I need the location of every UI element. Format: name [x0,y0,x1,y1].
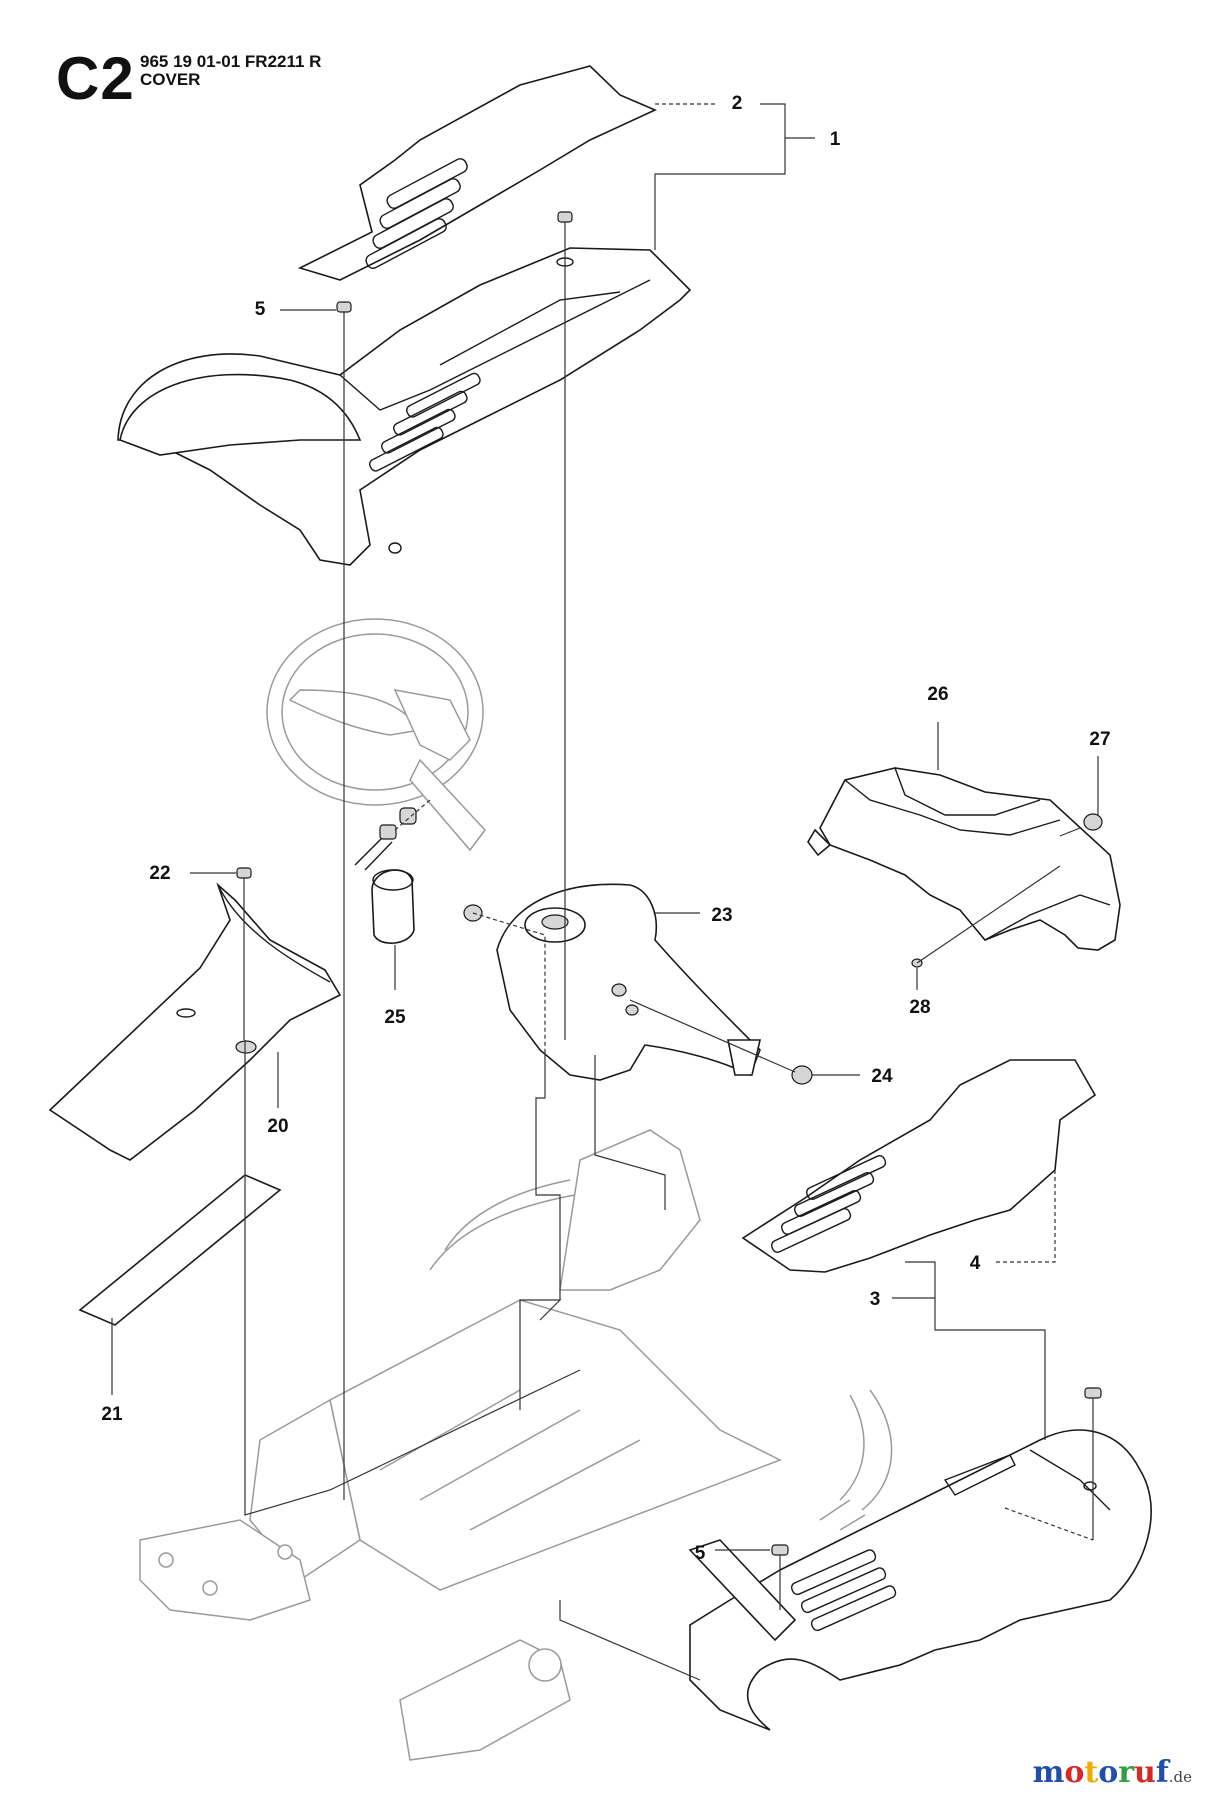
wm-letter: m [1032,1755,1065,1790]
diagram-title: COVER [140,70,201,89]
callout-5-upper: 5 [254,299,266,320]
frame-ghost [139,1129,893,1761]
callout-21: 21 [101,1404,123,1425]
part-number: 965 19 01-01 FR2211 R [140,52,322,71]
callout-5-lower: 5 [694,1543,706,1564]
part-3-lower-cover [688,1429,1152,1731]
part-20-side-panel [48,882,342,1161]
part-21-strip [78,1174,282,1326]
callout-24: 24 [871,1066,893,1087]
screw-upper-right [557,211,573,258]
wm-letter: r [1118,1755,1135,1790]
callout-leaders [111,103,1099,1551]
callout-1: 1 [829,129,841,150]
part-2-footrest-mat [297,65,657,281]
part-4-footrest-mat [741,1059,1097,1273]
steering-wheel-ghost [266,618,486,852]
part-1-upper-cover [117,247,692,566]
callout-3: 3 [869,1289,881,1310]
part-27-key [1059,813,1103,837]
screw-22 [236,867,252,1040]
wm-letter: o [1098,1755,1119,1790]
wm-suffix: .de [1168,1768,1192,1786]
callout-20: 20 [267,1116,289,1137]
callout-25: 25 [384,1007,406,1028]
callout-26: 26 [927,684,949,705]
wm-letter: t [1084,1755,1099,1790]
wm-letter: f [1155,1755,1169,1790]
callout-27: 27 [1089,729,1111,750]
wm-letter: u [1134,1755,1156,1790]
screw-5-lower-left [771,1544,789,1610]
assembly-lines [244,258,1094,1681]
watermark-logo: motoruf.de [1033,1755,1192,1790]
part-25-cap [371,869,415,944]
callout-2: 2 [731,93,743,114]
callout-28: 28 [909,997,931,1018]
callout-22: 22 [149,863,171,884]
wm-letter: o [1064,1755,1085,1790]
column-hardware [354,799,431,871]
callout-4: 4 [969,1253,981,1274]
screw-lower-right [1084,1387,1102,1480]
section-code: C2 [56,45,135,112]
callout-23: 23 [711,905,733,926]
screw-5-upper [336,301,352,325]
part-26-dash-cover [807,767,1121,951]
